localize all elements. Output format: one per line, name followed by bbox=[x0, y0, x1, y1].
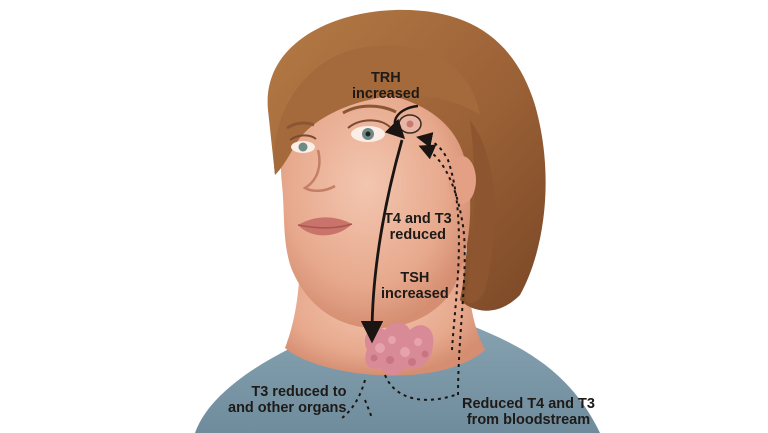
label-trh-increased: TRH increased bbox=[352, 70, 420, 102]
label-organs-line2: and other organs bbox=[228, 400, 347, 416]
label-tsh-line2: increased bbox=[381, 286, 449, 302]
arrow-icon bbox=[360, 139, 404, 344]
label-bloodstream-line1: Reduced T4 and T3 bbox=[462, 396, 595, 412]
label-trh-line2: increased bbox=[352, 86, 420, 102]
label-tsh-increased: TSH increased bbox=[381, 270, 449, 302]
label-t4-t3-line1: T4 and T3 bbox=[384, 211, 452, 227]
label-bloodstream-line2: from bloodstream bbox=[466, 412, 591, 428]
hypothalamus-icon bbox=[398, 114, 422, 134]
label-tsh-line1: TSH bbox=[400, 270, 430, 286]
label-trh-line1: TRH bbox=[370, 70, 401, 86]
label-reduced-bloodstream: Reduced T4 and T3 from bloodstream bbox=[462, 396, 595, 428]
label-organs-line1: T3 reduced to bbox=[251, 384, 347, 400]
nose-shape bbox=[302, 149, 336, 192]
hair-front bbox=[274, 45, 480, 175]
lips-shape bbox=[298, 217, 352, 236]
label-t3-organs: T3 reduced to and other organs bbox=[228, 384, 346, 416]
label-t4-t3-line2: reduced bbox=[389, 227, 447, 243]
label-t4-t3-reduced: T4 and T3 reduced bbox=[384, 211, 452, 243]
